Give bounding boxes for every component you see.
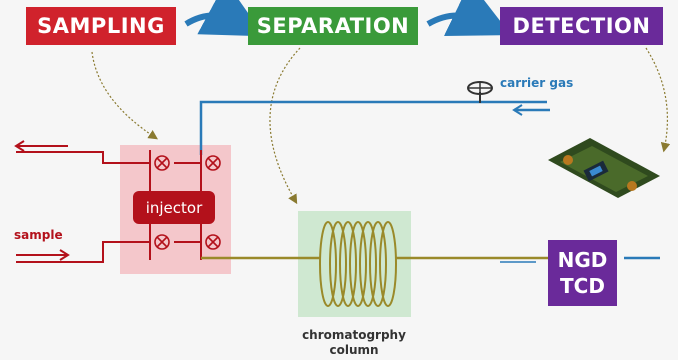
detection-stage-label: DETECTION: [500, 7, 663, 45]
injector-valves: [154, 155, 221, 250]
pointer-sampling: [91, 51, 159, 140]
pointer-separation: [269, 47, 301, 205]
sensor-chip-icon: [548, 138, 660, 198]
column-label: chromatogrphy column: [296, 328, 412, 358]
detector-label-line1: NGD: [557, 248, 608, 272]
detector-box: NGD TCD: [548, 240, 617, 306]
pointer-detection: [645, 47, 671, 153]
separation-stage-label: SEPARATION: [248, 7, 418, 45]
stage-arrow-1: [184, 0, 265, 37]
carrier-gas-line: [199, 100, 547, 155]
sample-line-bottom: [16, 241, 150, 263]
sample-line-top: [16, 151, 150, 164]
sample-label: sample: [14, 228, 63, 242]
valve-icon: [467, 81, 493, 103]
detector-label-line2: TCD: [560, 274, 605, 298]
column-label-line1: chromatogrphy: [302, 328, 406, 342]
injector-label: injector: [133, 191, 215, 224]
sampling-stage-label: SAMPLING: [26, 7, 176, 45]
stage-arrow-2: [426, 0, 512, 36]
column-coil-icon: [319, 221, 397, 307]
carrier-gas-label: carrier gas: [500, 76, 574, 90]
column-label-line2: column: [329, 343, 379, 357]
